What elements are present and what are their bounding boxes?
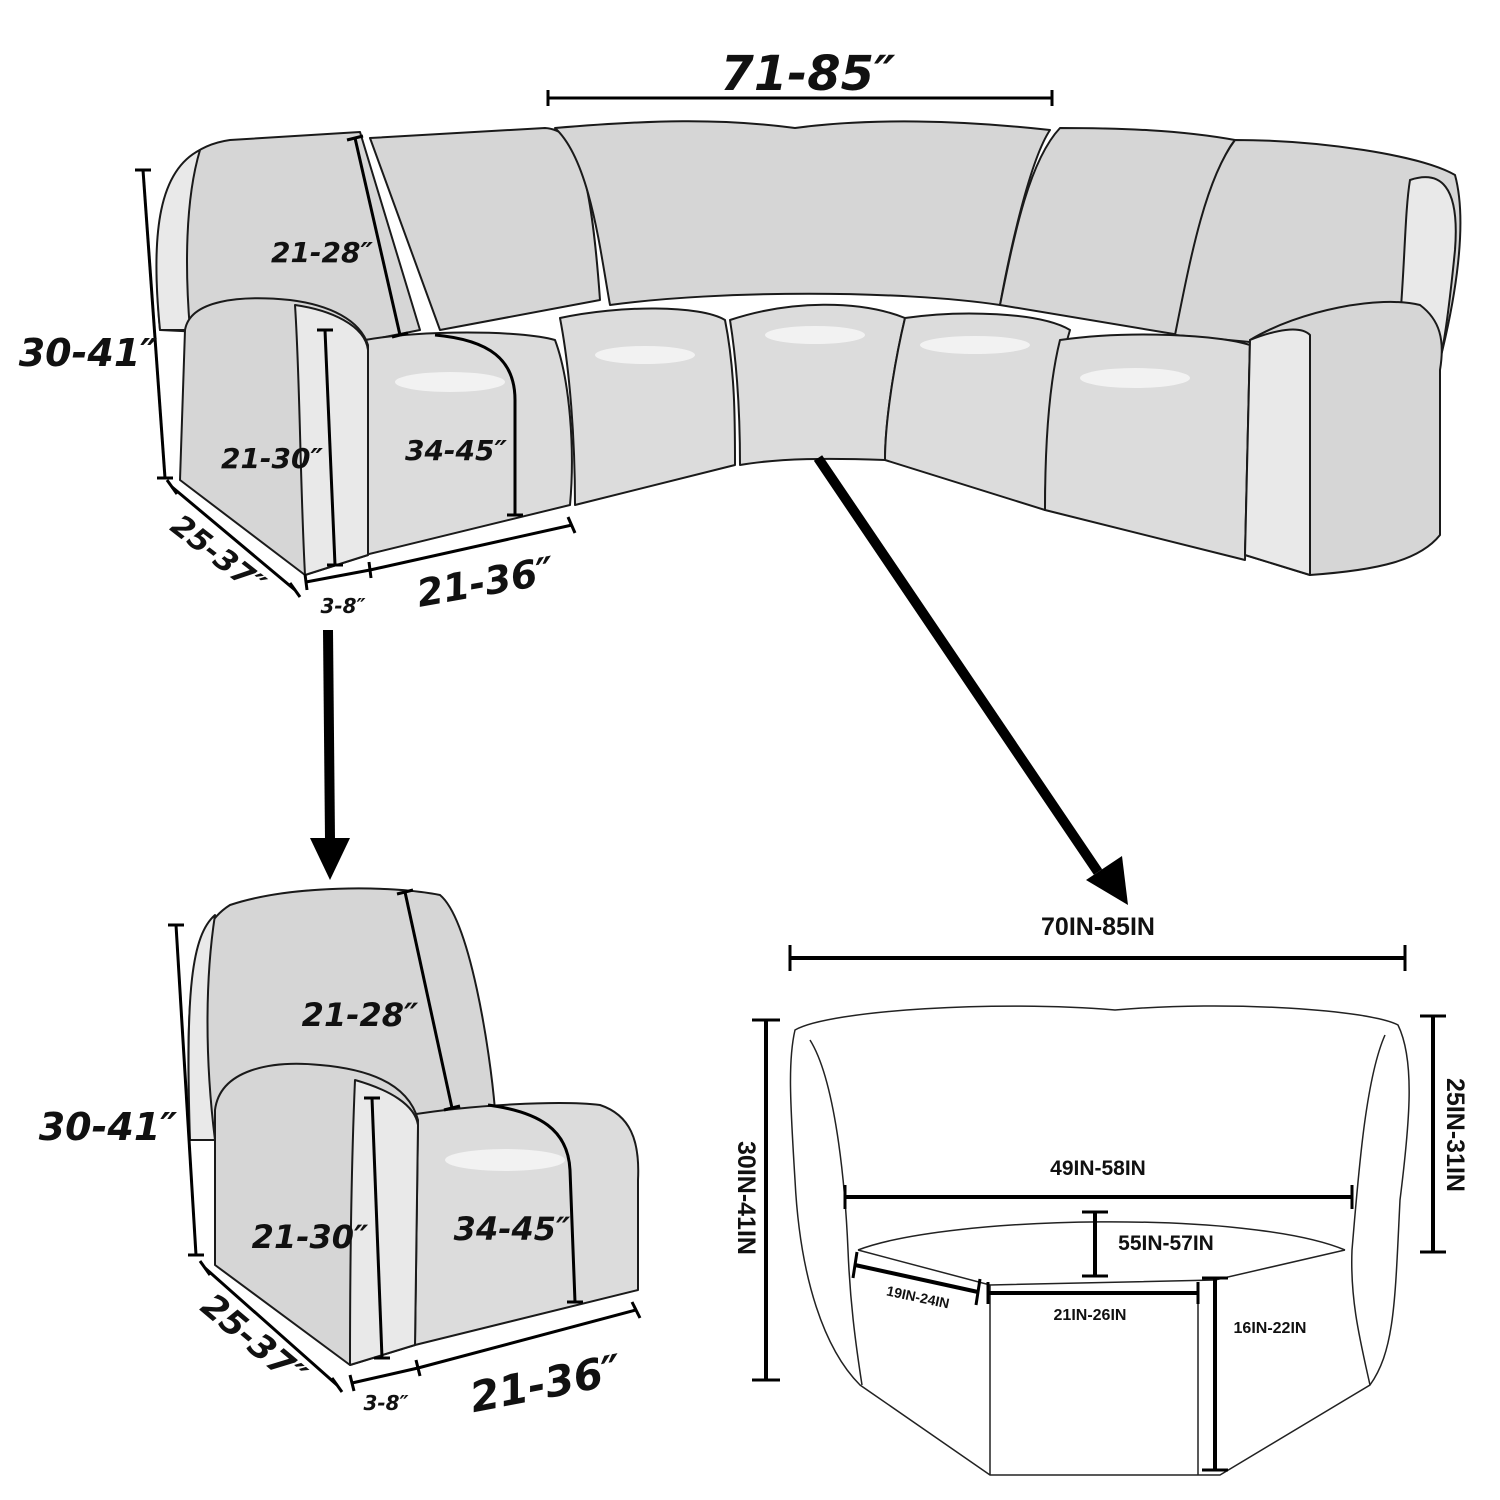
dim-line-depth [171, 485, 296, 592]
seat-sheen [1080, 368, 1190, 388]
label-inner-width: 49IN-58IN [1050, 1157, 1146, 1180]
dim-line-seat-depth [487, 1103, 577, 1303]
corner-wedge-illustration [789, 1005, 1410, 1476]
seat-sheen [765, 326, 865, 344]
label-seat-depth: 34-45″ [405, 434, 508, 467]
right-arm-front [1244, 328, 1311, 576]
label-front-width: 21IN-26IN [1054, 1307, 1127, 1324]
dim-line-back-height [174, 924, 198, 1256]
dim-line-arm-height [370, 1097, 384, 1359]
corner-dimensions [752, 945, 1446, 1472]
label-back-height: 30-41″ [19, 331, 158, 375]
corner-wedge-outline [789, 1005, 1410, 1476]
label-backrest: 21-28″ [271, 236, 374, 269]
label-arm-height: 21-30″ [221, 442, 324, 475]
center-back-panel [554, 120, 1051, 306]
dim-line-depth [204, 1266, 338, 1387]
wedge-seat-front-edge [857, 1249, 1346, 1286]
label-overall-width: 70IN-85IN [1041, 913, 1155, 941]
label-seat-depth: 55IN-57IN [1118, 1232, 1214, 1255]
dim-line-side-seat [854, 1263, 979, 1294]
dim-line-seat-width [417, 1308, 637, 1370]
sectional-sofa-illustration [155, 120, 1462, 576]
label-seat-width: 21-36″ [466, 1345, 626, 1422]
left-back-side [155, 149, 201, 331]
arrow-to-recliner [323, 629, 335, 841]
dim-line-backrest [353, 137, 402, 336]
label-back-height: 30-41″ [39, 1105, 178, 1149]
dim-line-back-height [141, 169, 167, 479]
wedge-inner-left [809, 1039, 863, 1386]
sectional-dimensions [135, 90, 1054, 598]
label-overall-width: 71-85″ [721, 46, 897, 102]
label-arm-width: 3-8″ [320, 594, 365, 618]
dim-line-arm-width [305, 568, 371, 584]
dim-line-seat-depth [434, 333, 517, 515]
connector-arrows [310, 455, 1128, 905]
arrow-head-icon [1086, 856, 1128, 905]
dim-line-arm-height [323, 329, 337, 566]
label-seat-width: 21-36″ [413, 548, 557, 615]
recliner-illustration [187, 887, 640, 1366]
label-arm-width: 3-8″ [363, 1391, 408, 1415]
seat-sheen [445, 1149, 565, 1171]
label-total-height: 30IN-41IN [732, 1141, 760, 1255]
recliner-dimensions [168, 888, 642, 1393]
label-front-height: 16IN-22IN [1234, 1320, 1307, 1337]
wedge-seat-back-curve [857, 1221, 1346, 1251]
dim-line-arm-width [351, 1366, 419, 1385]
right-seat-cushion [1044, 333, 1251, 561]
seat-sheen [920, 336, 1030, 354]
label-arm-height: 21-30″ [252, 1218, 369, 1256]
recliner-arm-front [349, 1079, 419, 1366]
arrow-head-icon [310, 838, 350, 880]
label-backrest: 21-28″ [302, 996, 419, 1034]
corner-labels: 70IN-85IN 49IN-58IN 55IN-57IN 19IN-24IN … [732, 913, 1469, 1337]
recliner-back-side [187, 914, 216, 1141]
dim-line-backrest [403, 891, 454, 1109]
dim-line-seat-width [369, 523, 573, 572]
label-back-height: 25IN-31IN [1441, 1078, 1469, 1192]
seat-sheen [595, 346, 695, 364]
arrow-to-corner [813, 455, 1103, 875]
left-arm-front [294, 304, 369, 576]
wedge-inner-right [1350, 1034, 1386, 1386]
label-seat-depth: 34-45″ [454, 1210, 571, 1248]
second-seat-cushion [559, 307, 736, 506]
seat-sheen [395, 372, 505, 392]
